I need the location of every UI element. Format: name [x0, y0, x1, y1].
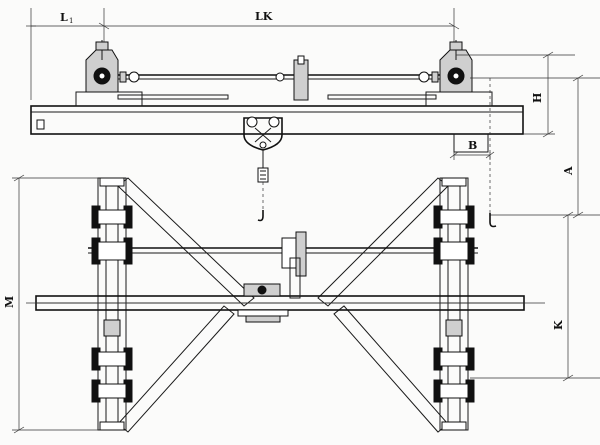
label-k: K [552, 320, 565, 330]
wheel-group-left-3 [91, 347, 133, 371]
drive-motor [293, 59, 309, 101]
label-l1: L [60, 11, 68, 24]
right-dimension-lines [449, 51, 600, 382]
drive-motor-plan [295, 231, 307, 277]
girder-end-plate [36, 119, 45, 130]
wheel-group-left-2 [91, 237, 133, 265]
label-b: B [468, 139, 477, 152]
top-dimension-lines [26, 8, 460, 100]
brace-bottom-right [333, 305, 449, 433]
hook-icon [257, 210, 264, 222]
wheel-group-right-1 [433, 205, 475, 229]
hoist-trolley [243, 117, 283, 151]
label-a: A [562, 166, 575, 176]
brace-top-left [117, 177, 255, 307]
left-dimension-lines [12, 174, 98, 434]
wheel-group-right-3 [433, 347, 475, 371]
wheel-group-right-2 [433, 237, 475, 265]
label-m: M [3, 296, 16, 308]
elevation-view [30, 40, 524, 222]
label-h: H [531, 93, 544, 103]
label-lk: LK [255, 10, 273, 23]
brace-bottom-left [117, 305, 235, 433]
wheel-group-right-4 [433, 379, 475, 403]
plan-view [26, 177, 545, 433]
wheel-group-left-4 [91, 379, 133, 403]
wheel-group-left-1 [91, 205, 133, 229]
brace-top-right [317, 177, 449, 307]
main-girder [30, 105, 524, 135]
hook-icon-right [489, 213, 497, 228]
label-l1-subscript: 1 [69, 17, 73, 25]
